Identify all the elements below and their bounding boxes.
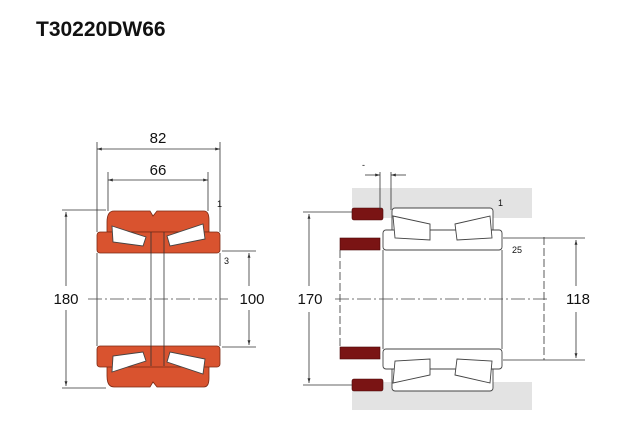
housing-shoulder-top <box>351 207 384 221</box>
outer-ring-top <box>106 210 210 233</box>
inner-chamfer-label: 3 <box>224 256 229 266</box>
roller <box>111 225 147 247</box>
roller <box>392 358 431 384</box>
housing-shoulder-bottom <box>351 378 384 392</box>
roller <box>454 358 493 384</box>
outer-diameter-label: 180 <box>53 291 78 308</box>
shaft-shoulder-label: 118 <box>566 291 590 308</box>
roller <box>392 215 431 241</box>
roller <box>166 351 206 375</box>
overall-width-label: 82 <box>150 130 167 147</box>
housing-shoulder-label: 170 <box>297 291 322 308</box>
right-mounting-section: - 1 25 170 118 <box>297 160 590 410</box>
bore-diameter-label: 100 <box>239 291 264 308</box>
spacer-dim-label: - <box>362 160 365 170</box>
roller <box>111 351 147 373</box>
shaft-shoulder-top <box>339 237 381 251</box>
inner-chamfer-label: 25 <box>512 245 522 255</box>
left-bearing-section: 82 66 1 3 180 100 <box>53 130 265 389</box>
part-number-title: T30220DW66 <box>36 18 166 41</box>
outer-chamfer-label: 1 <box>498 198 503 208</box>
outer-chamfer-label: 1 <box>217 199 222 209</box>
outer-ring-bottom <box>106 365 210 388</box>
shaft-shoulder-bottom <box>339 346 381 360</box>
cone-width-label: 66 <box>150 162 167 179</box>
roller <box>454 215 493 241</box>
roller <box>166 223 206 247</box>
